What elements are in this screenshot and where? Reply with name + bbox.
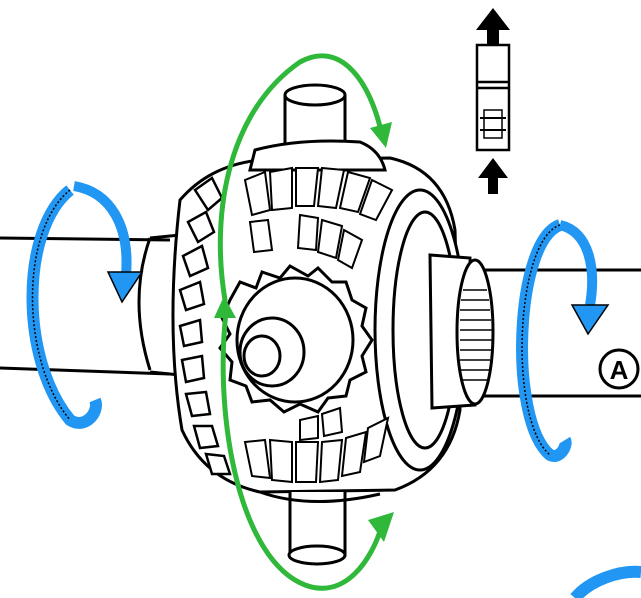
differential-carrier-icon — [171, 83, 495, 566]
right-shaft-rotation-arrow-icon — [516, 219, 610, 462]
axle-shaft-icon — [0, 232, 641, 398]
carrier-rotation-arrowheads — [214, 122, 394, 542]
spider-gear-icon — [218, 264, 374, 414]
ring-gear-teeth — [178, 176, 232, 476]
up-arrow-icon — [476, 8, 510, 194]
side-gear-teeth — [243, 166, 394, 484]
carrier-rotation-arrow-icon — [217, 53, 385, 591]
partial-rotation-arrow-icon — [570, 565, 641, 598]
vehicle-top-view-icon — [475, 43, 511, 152]
callout-a: A — [598, 348, 640, 390]
callout-a-label: A — [610, 355, 629, 385]
left-shaft-rotation-arrow-icon — [26, 181, 144, 429]
